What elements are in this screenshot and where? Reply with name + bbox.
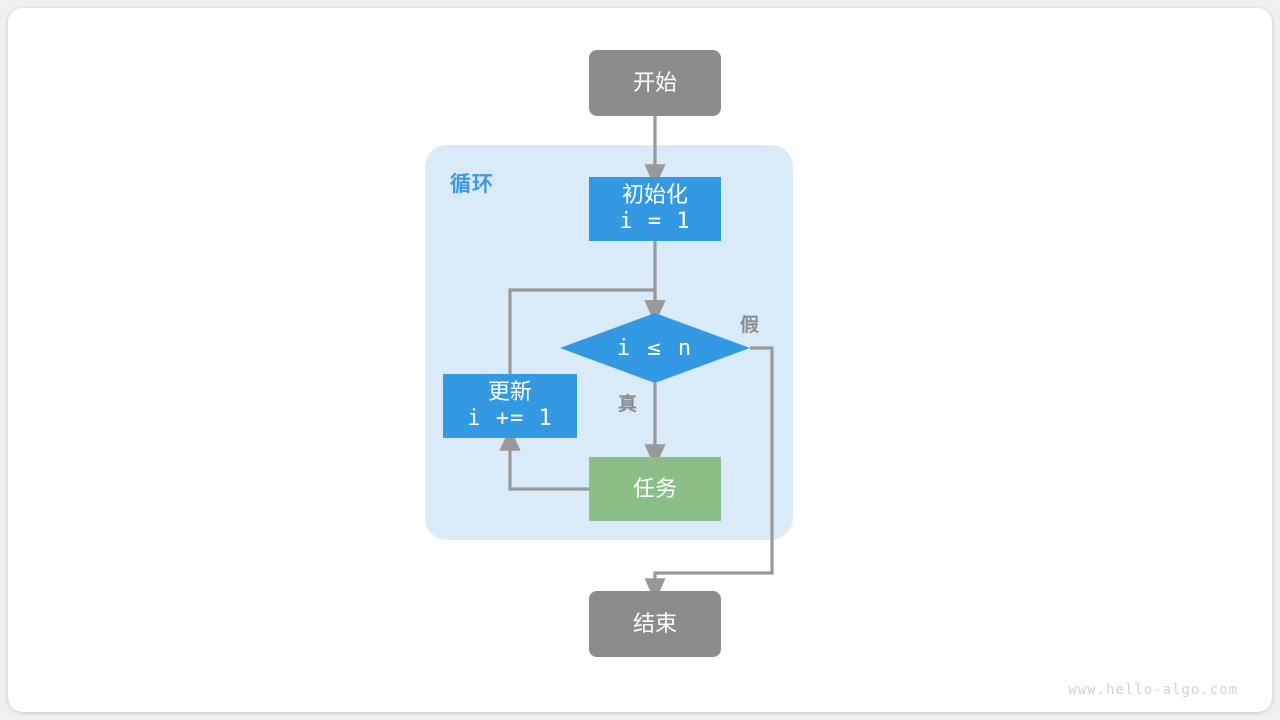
node-init-label: 初始化	[621, 182, 688, 208]
node-start-label: 开始	[632, 69, 677, 95]
loop-container-label: 循环	[450, 173, 494, 196]
node-start[interactable]: 开始	[589, 50, 721, 116]
diamond-shape	[560, 313, 750, 383]
node-condition-label: i ≤ n	[616, 335, 694, 361]
node-update[interactable]: 更新 i += 1	[443, 374, 577, 438]
node-update-code: i += 1	[467, 406, 553, 431]
node-update-label: 更新	[487, 379, 532, 405]
watermark: www.hello-algo.com	[1068, 682, 1238, 698]
node-task[interactable]: 任务	[589, 457, 721, 521]
node-init[interactable]: 初始化 i = 1	[589, 177, 721, 241]
node-init-code: i = 1	[619, 209, 691, 234]
node-task-label: 任务	[632, 475, 677, 501]
node-end[interactable]: 结束	[589, 591, 721, 657]
edge-label-false: 假	[740, 315, 760, 336]
node-end-label: 结束	[632, 610, 677, 636]
node-condition[interactable]: i ≤ n	[560, 313, 750, 383]
edge-label-true: 真	[618, 394, 638, 415]
